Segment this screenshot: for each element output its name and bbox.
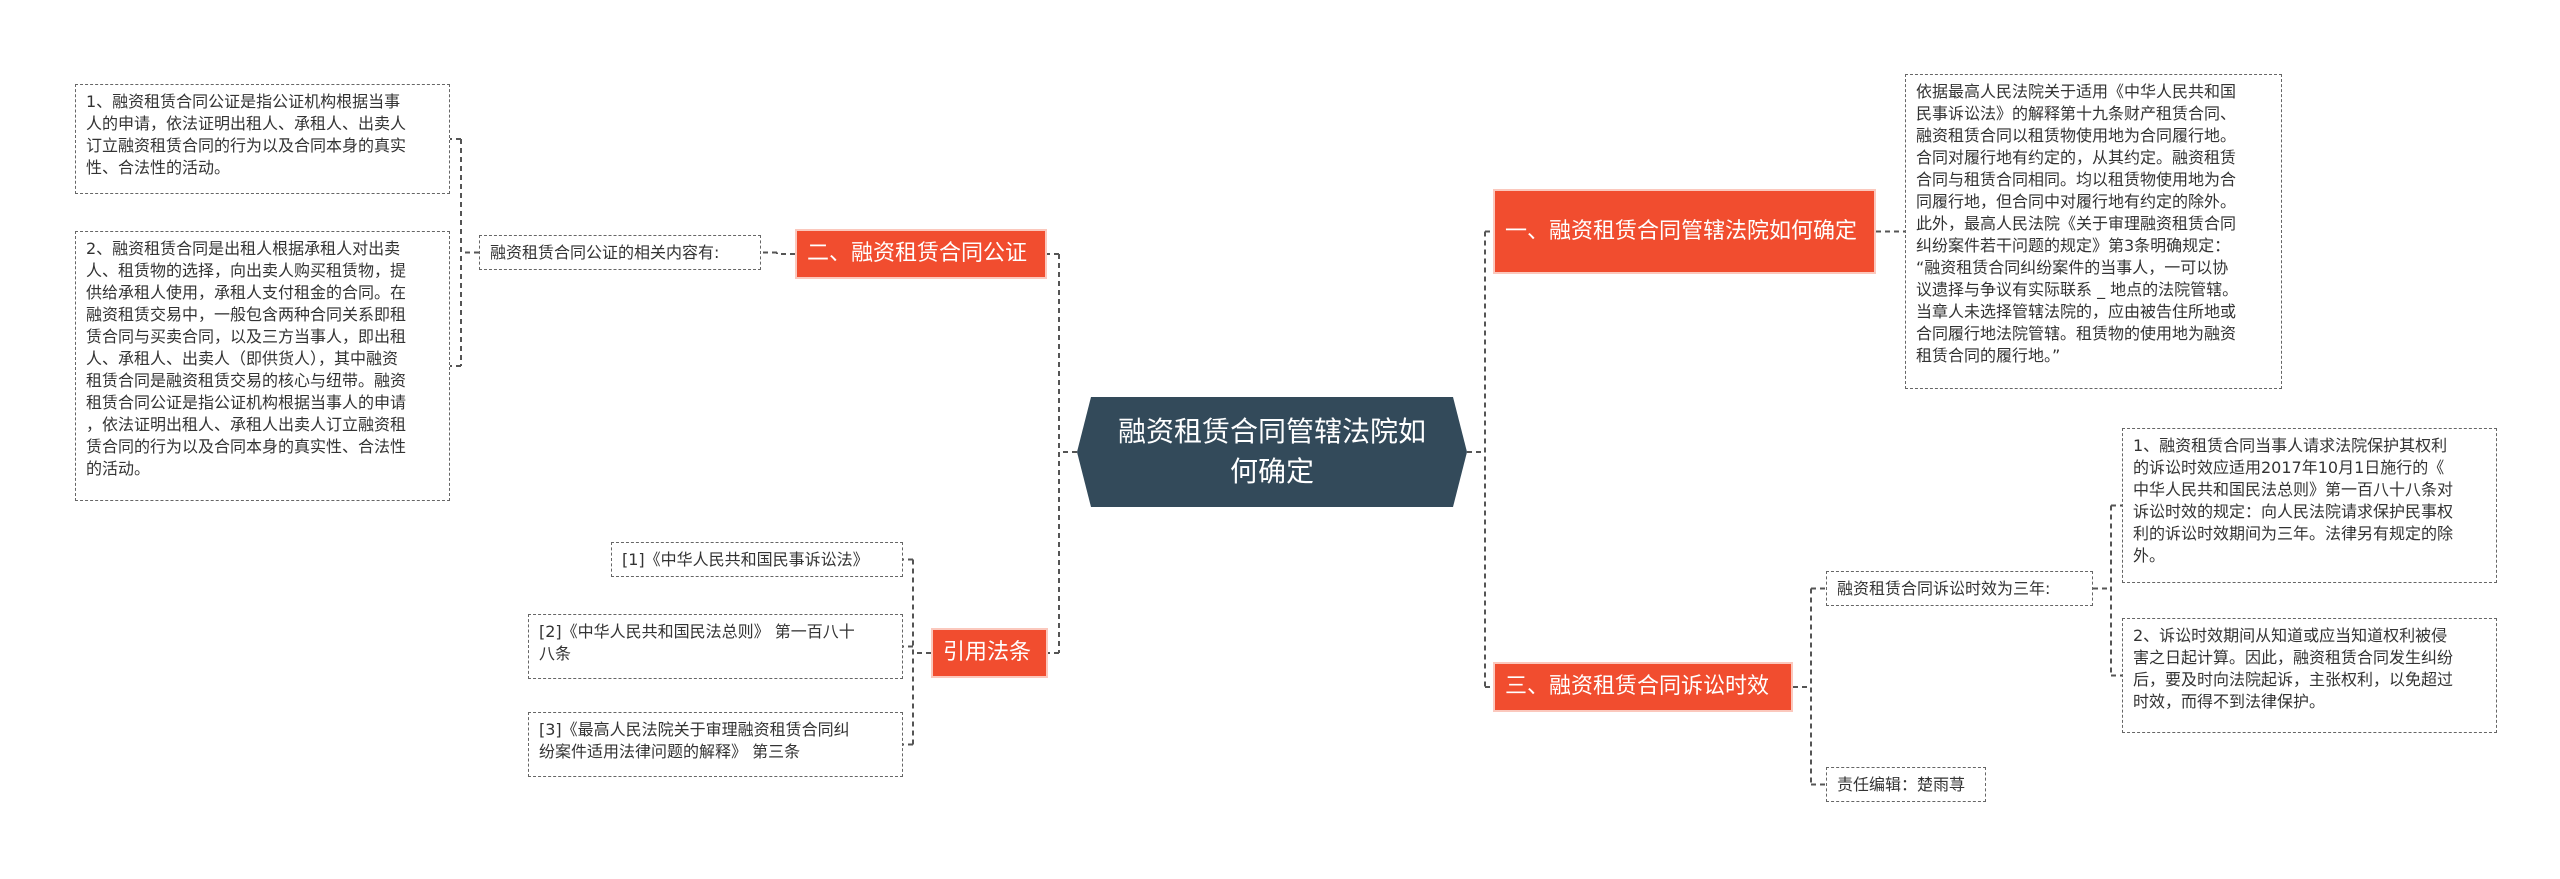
limitation-items-connector	[2093, 504, 2122, 677]
root-left-connector	[1047, 253, 1077, 654]
limitation-connector	[1793, 587, 1826, 786]
references-connector	[903, 558, 931, 746]
notary-intro: 融资租赁合同公证的相关内容有:	[479, 235, 761, 270]
notary-item-1: 1、融资租赁合同公证是指公证机构根据当事 人的申请，依法证明出租人、承租人、出卖…	[75, 84, 450, 194]
reference-2[interactable]: [2]《中华人民共和国民法总则》 第一百八十 八条	[528, 614, 903, 679]
notary-connector	[761, 251, 795, 255]
reference-1[interactable]: [1]《中华人民共和国民事诉讼法》	[611, 542, 903, 577]
branch-references[interactable]: 引用法条	[931, 628, 1048, 678]
limitation-item-1: 1、融资租赁合同当事人请求法院保护其权利 的诉讼时效应适用2017年10月1日施…	[2122, 428, 2497, 583]
notary-items-connector	[450, 138, 479, 367]
branch-jurisdiction[interactable]: 一、融资租赁合同管辖法院如何确定	[1493, 189, 1876, 274]
reference-3[interactable]: [3]《最高人民法院关于审理融资租赁合同纠 纷案件适用法律问题的解释》 第三条	[528, 712, 903, 777]
root-right-connector	[1467, 230, 1493, 688]
notary-item-2: 2、融资租赁合同是出租人根据承租人对出卖 人、租赁物的选择，向出卖人购买租赁物，…	[75, 231, 450, 501]
limitation-intro: 融资租赁合同诉讼时效为三年:	[1826, 571, 2093, 606]
branch-limitation[interactable]: 三、融资租赁合同诉讼时效	[1493, 662, 1793, 712]
jurisdiction-detail: 依据最高人民法院关于适用《中华人民共和国 民事诉讼法》的解释第十九条财产租赁合同…	[1905, 74, 2282, 389]
editor-credit: 责任编辑：楚雨荨	[1826, 767, 1986, 802]
root-topic[interactable]: 融资租赁合同管辖法院如何确定	[1077, 397, 1467, 507]
branch-notary[interactable]: 二、融资租赁合同公证	[795, 229, 1047, 279]
limitation-item-2: 2、诉讼时效期间从知道或应当知道权利被侵 害之日起计算。因此，融资租赁合同发生纠…	[2122, 618, 2497, 733]
